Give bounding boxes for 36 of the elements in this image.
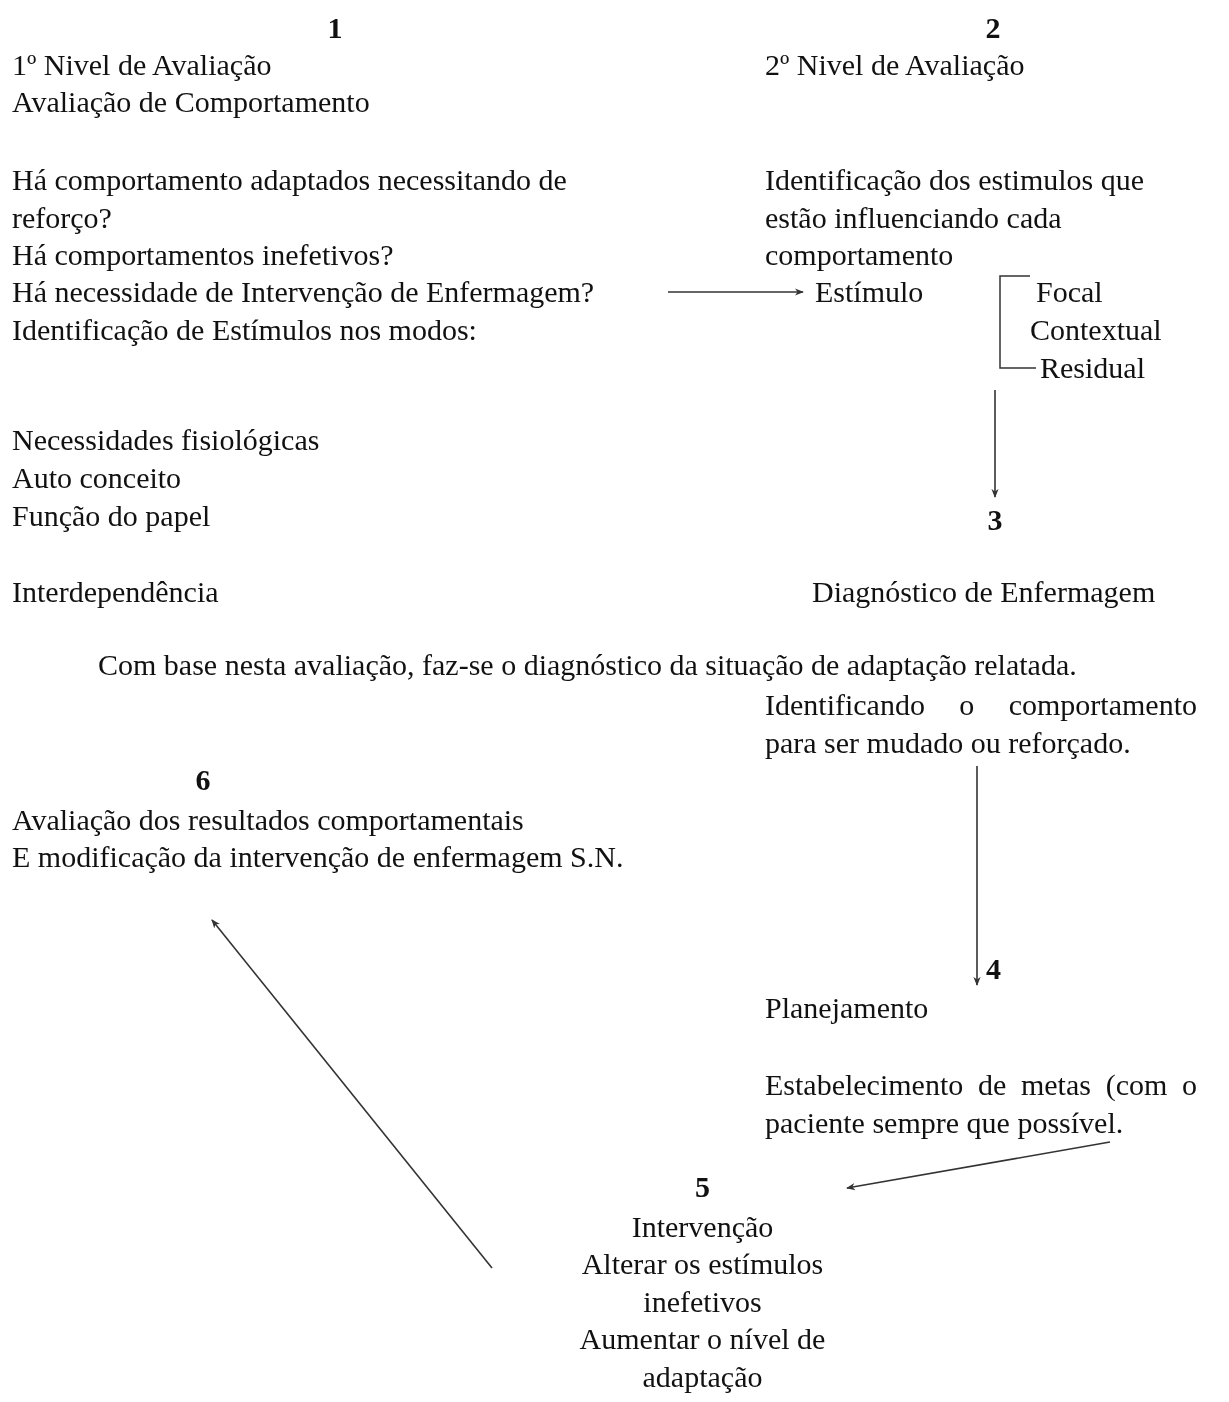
- body-text: Estabelecimento de metas (com o paciente sempre que possível.: [765, 1067, 1197, 1141]
- heading: Avaliação dos resultados comportamentais: [12, 802, 525, 838]
- heading: Diagnóstico de Enfermagem: [812, 574, 1157, 610]
- body-text: E modificação da intervenção de enfermagem S.N.: [12, 839, 625, 875]
- list-item: Auto conceito: [12, 460, 183, 496]
- list-item: Residual: [1040, 350, 1146, 386]
- question-text: Há comportamento adaptados necessitando de reforço?: [12, 162, 568, 236]
- heading: Avaliação de Comportamento: [12, 84, 371, 120]
- heading: Intervenção: [630, 1209, 775, 1245]
- list-item: Interdependência: [12, 574, 220, 610]
- arrow: [211, 919, 493, 1269]
- arrow: [991, 389, 999, 498]
- heading: Planejamento: [765, 990, 930, 1026]
- arrow: [846, 1141, 1111, 1191]
- body-text: Estímulo: [815, 274, 925, 310]
- body-text: Identificando o comportamento para ser mudado ou reforçado.: [765, 687, 1197, 761]
- question-text: Há comportamentos inefetivos?: [12, 237, 395, 273]
- list-item: Necessidades fisiológicas: [12, 422, 321, 458]
- arrow: [667, 288, 804, 296]
- step-number: 3: [986, 502, 1004, 538]
- body-text: Alterar os estímulos inefetivos: [580, 1246, 825, 1320]
- note-text: Com base nesta avaliação, faz-se o diagnóstico da situação de adaptação relatada.: [98, 647, 1077, 683]
- heading: 1º Nivel de Avaliação: [12, 47, 273, 83]
- list-item: Focal: [1036, 274, 1104, 310]
- question-text: Há necessidade de Intervenção de Enfermagem?: [12, 274, 596, 310]
- step-number: 2: [984, 10, 1002, 46]
- list-item: Contextual: [1030, 312, 1163, 348]
- step-number: 1: [326, 10, 344, 46]
- arrow: [973, 765, 981, 986]
- heading: 2º Nivel de Avaliação: [765, 47, 1026, 83]
- body-text: Identificação dos estimulos que estão influenciando cada comportamento: [765, 162, 1146, 273]
- body-text: Identificação de Estímulos nos modos:: [12, 312, 478, 348]
- body-text: Aumentar o nível de adaptação: [578, 1321, 827, 1395]
- step-number: 6: [194, 762, 212, 798]
- list-item: Função do papel: [12, 498, 212, 534]
- step-number: 5: [694, 1169, 711, 1205]
